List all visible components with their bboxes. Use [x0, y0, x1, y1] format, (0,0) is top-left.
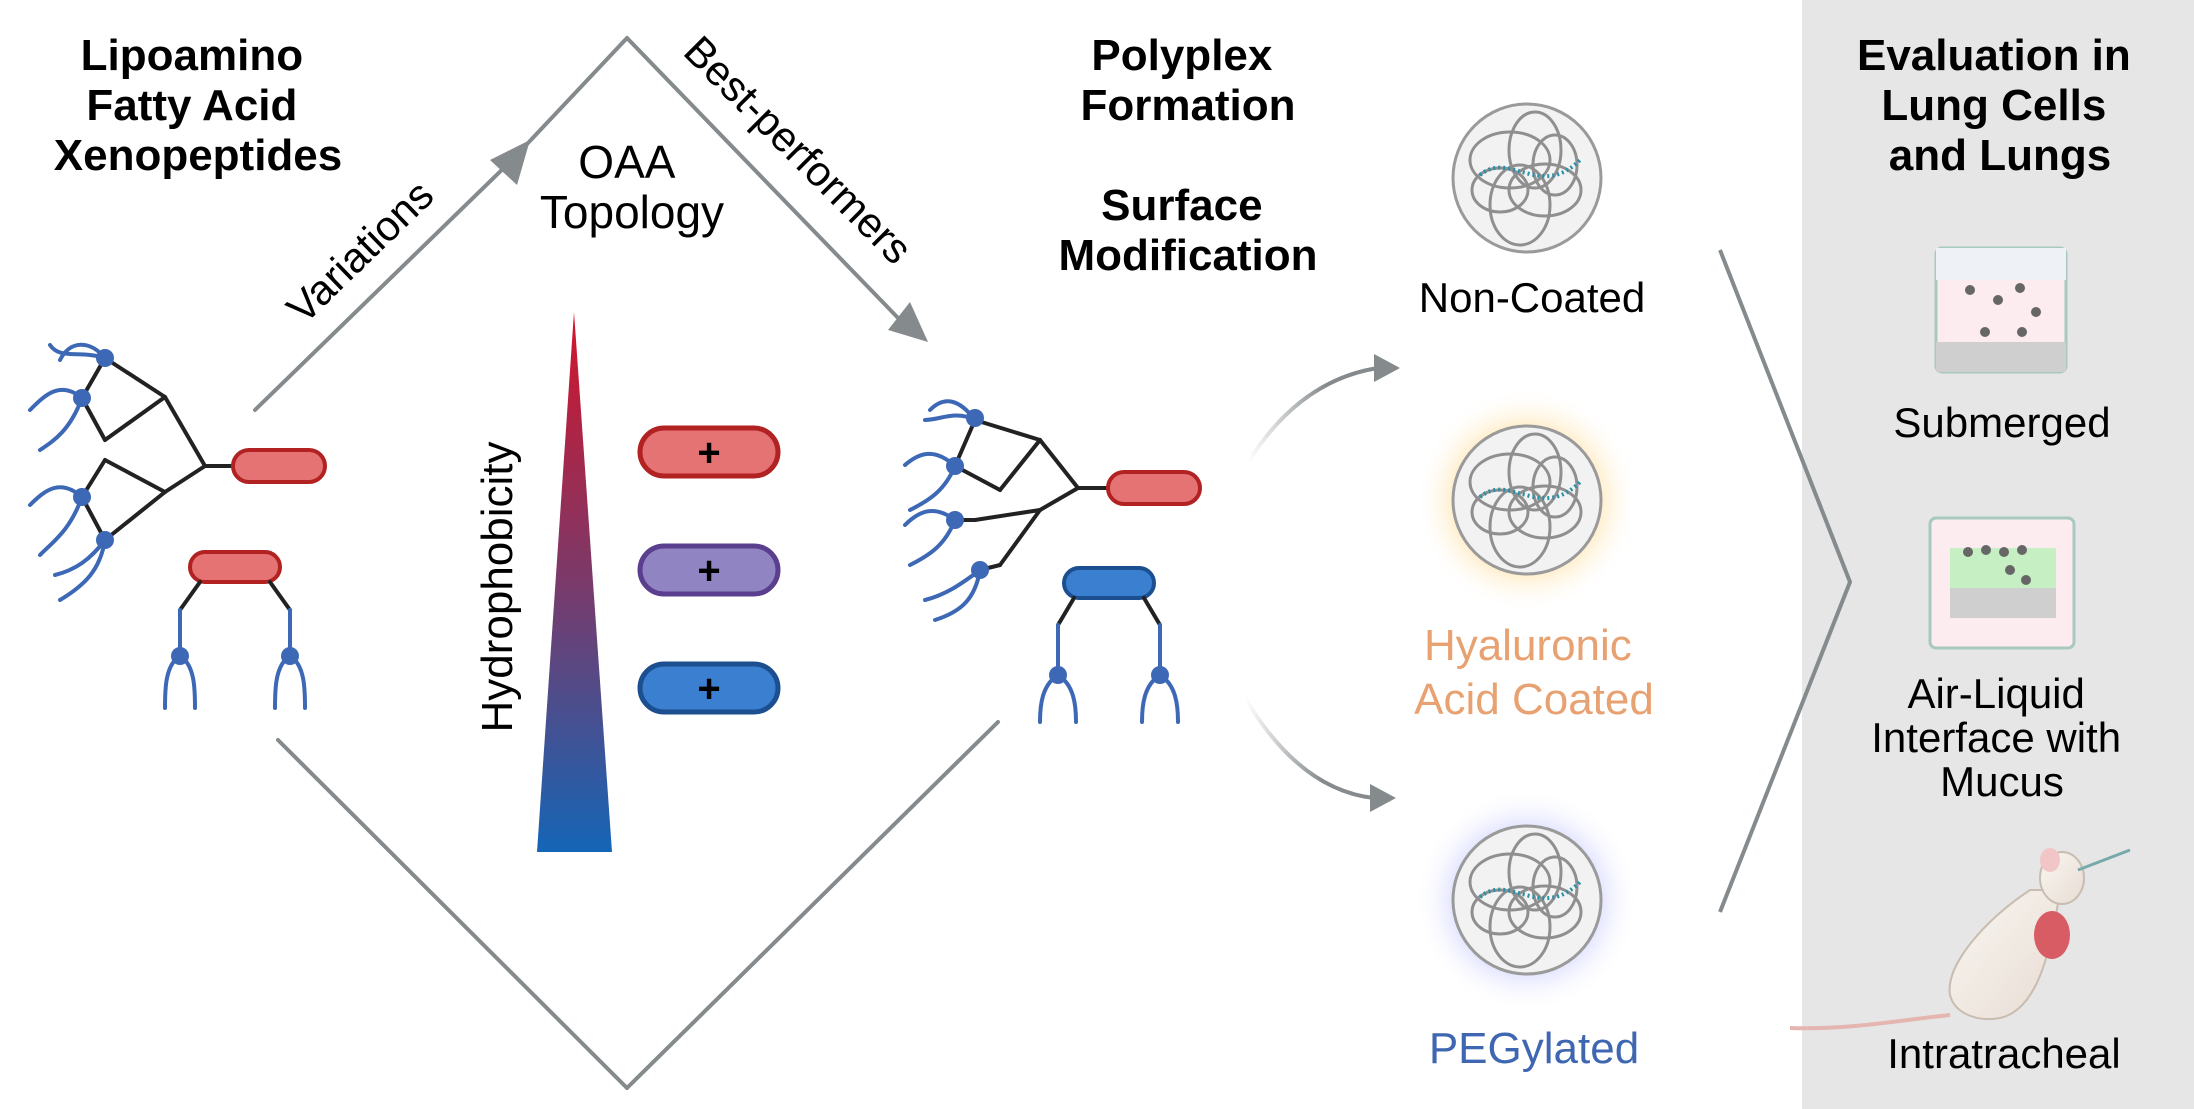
heading-left: Lipoamino Fatty Acid Xenopeptides	[54, 31, 343, 180]
hydrophobicity-gradient-triangle	[537, 312, 612, 852]
variations-arrowhead	[490, 140, 530, 185]
topology-label: OAA Topology	[540, 136, 724, 238]
pegylated-label: PEGylated	[1429, 1024, 1639, 1073]
submerged-well-icon	[1934, 246, 2068, 374]
submerged-label: Submerged	[1893, 399, 2110, 446]
pill-purple: +	[637, 543, 781, 597]
intratracheal-label: Intratracheal	[1887, 1030, 2120, 1077]
air-liquid-interface-well-icon	[1928, 516, 2076, 650]
xenopeptide-four-arm-middle	[903, 399, 1202, 622]
evaluation-chevron	[1718, 249, 1852, 913]
hydrophobicity-label: Hydrophobicity	[473, 441, 522, 732]
ali-label: Air-Liquid Interface with Mucus	[1871, 670, 2132, 805]
xenopeptide-four-arm-left	[28, 342, 327, 602]
curve-arrowhead-top	[1374, 354, 1400, 382]
heading-evaluation: Evaluation in Lung Cells and Lungs	[1857, 31, 2143, 180]
mouse-intratracheal-icon	[1789, 848, 2131, 1031]
heading-surface: Surface Modification	[1058, 181, 1317, 280]
svg-text:+: +	[697, 667, 720, 711]
pill-blue: +	[637, 661, 781, 715]
svg-text:+: +	[697, 431, 720, 475]
xenopeptide-two-arm-middle	[1038, 566, 1180, 724]
curve-arrowhead-bottom	[1370, 784, 1396, 812]
best-performers-arrowhead	[888, 302, 928, 342]
non-coated-label: Non-Coated	[1419, 274, 1645, 321]
polyplex-pegylated	[1451, 824, 1603, 976]
curve-arrow-top	[1246, 366, 1379, 464]
pill-red: +	[637, 425, 781, 479]
polyplex-hyaluronic	[1451, 424, 1603, 576]
xenopeptide-two-arm-left	[163, 550, 307, 710]
diamond-outline	[253, 36, 1000, 1090]
heading-polyplex: Polyplex Formation	[1080, 31, 1295, 130]
polyplex-non-coated	[1451, 102, 1603, 254]
hyaluronic-label: Hyaluronic Acid Coated	[1414, 621, 1654, 724]
curve-arrow-bottom	[1243, 696, 1375, 800]
svg-text:+: +	[697, 549, 720, 593]
